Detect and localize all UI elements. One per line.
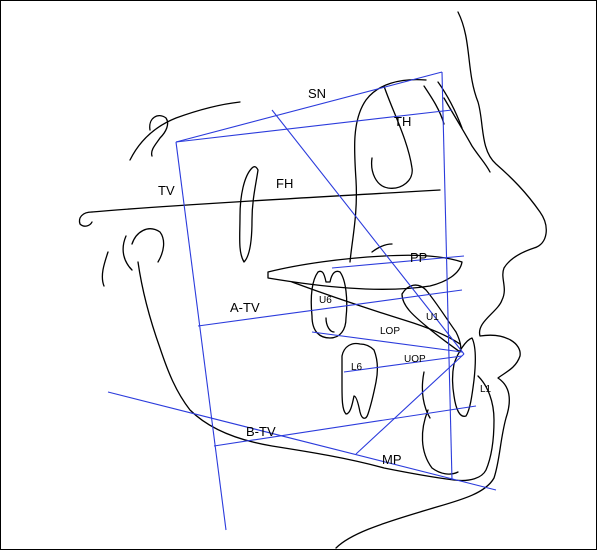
label-uop: UOP bbox=[404, 354, 426, 365]
sella-turcica bbox=[149, 115, 169, 157]
nasal-bone bbox=[423, 85, 445, 125]
label-tv: TV bbox=[158, 183, 175, 198]
label-a-tv: A-TV bbox=[230, 300, 260, 315]
label-l1: L1 bbox=[480, 384, 492, 395]
uop-line bbox=[343, 355, 463, 373]
upper-incisor-u1 bbox=[401, 284, 462, 353]
frankfort-horizontal-line bbox=[91, 189, 441, 213]
tv-line bbox=[175, 141, 227, 531]
label-sn: SN bbox=[308, 86, 326, 101]
mastoid-region bbox=[101, 251, 109, 287]
l6-axis-line bbox=[355, 353, 465, 455]
pterygoid-process bbox=[239, 166, 259, 263]
label-l6: L6 bbox=[351, 362, 363, 373]
label-b-tv: B-TV bbox=[246, 424, 276, 439]
ear-contour bbox=[122, 235, 133, 271]
label-mp: MP bbox=[382, 452, 402, 467]
pp-line bbox=[331, 255, 465, 269]
lop-line bbox=[311, 331, 463, 353]
lower-molar-l6 bbox=[341, 342, 378, 419]
true-vertical-anterior-line bbox=[441, 71, 453, 481]
soft-tissue-profile bbox=[335, 11, 547, 549]
upper-molar-u6 bbox=[310, 270, 348, 339]
label-th: TH bbox=[394, 114, 411, 129]
reference-lines bbox=[107, 71, 497, 531]
orbit-rim bbox=[370, 85, 413, 189]
condyle bbox=[131, 228, 165, 263]
label-u6: U6 bbox=[319, 295, 332, 306]
label-lop: LOP bbox=[380, 326, 400, 337]
sn-line bbox=[175, 71, 443, 143]
nasopalatine-curve bbox=[371, 243, 393, 253]
lower-incisor-l1 bbox=[451, 337, 476, 417]
symphysis bbox=[421, 371, 431, 419]
upper-molar-root bbox=[325, 317, 335, 333]
maxilla-palate bbox=[267, 254, 463, 290]
label-u1: U1 bbox=[426, 312, 439, 323]
label-pp: PP bbox=[410, 250, 427, 265]
nasal-bone-3 bbox=[443, 97, 491, 173]
b-tv-line bbox=[213, 405, 477, 447]
mandible bbox=[137, 261, 495, 482]
mandible-inner bbox=[421, 409, 459, 475]
maxillary-arch bbox=[291, 281, 461, 345]
nasal-orbit-contour bbox=[349, 78, 427, 263]
porion-ear-rod bbox=[78, 211, 93, 227]
u1-axis-line bbox=[271, 109, 465, 355]
anatomical-tracing bbox=[78, 11, 547, 549]
labels: SN TH TV FH PP U6 A-TV U1 LOP L6 UOP L1 … bbox=[158, 86, 492, 467]
mp-line bbox=[107, 391, 497, 491]
cranial-base bbox=[129, 101, 241, 161]
label-fh: FH bbox=[276, 176, 293, 191]
th-line bbox=[175, 109, 453, 143]
a-tv-line bbox=[197, 289, 463, 327]
nasal-bone-2 bbox=[437, 81, 463, 129]
